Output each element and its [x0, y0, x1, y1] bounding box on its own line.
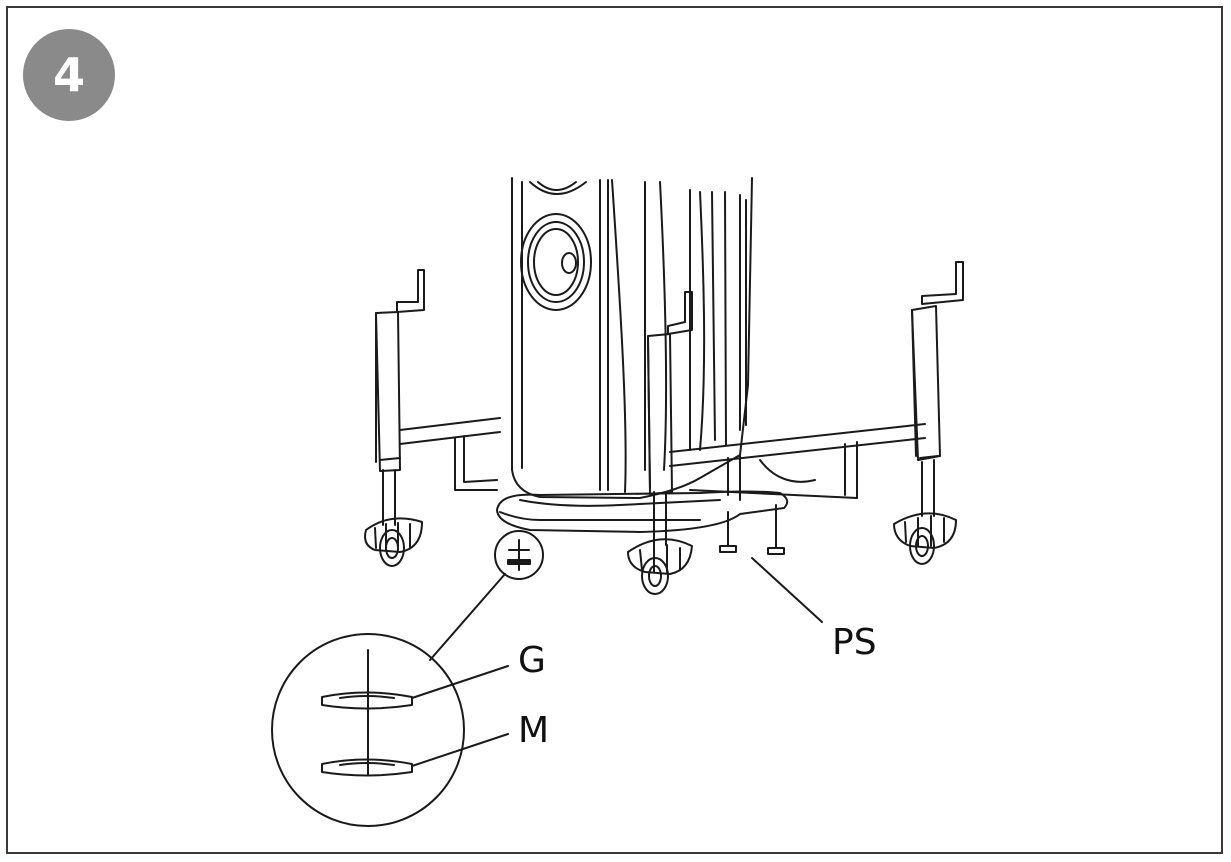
figure-frame [6, 6, 1223, 854]
ps-screws [719, 504, 785, 555]
zoom-leader-line [429, 573, 506, 661]
step-badge: 4 [23, 29, 115, 121]
leg-right [911, 261, 964, 517]
step-number: 4 [52, 48, 85, 102]
leader-m [411, 733, 509, 767]
base-ring [496, 490, 789, 533]
label-ps: PS [832, 622, 877, 663]
caster-wheel-right [893, 512, 957, 565]
heater-body [511, 177, 753, 499]
label-g: G [518, 640, 546, 681]
leader-g [411, 665, 509, 699]
label-m: M [518, 710, 549, 751]
leg-middle [647, 291, 693, 546]
leg-left [375, 269, 425, 526]
control-dial-icon [520, 181, 592, 311]
frame-crossbars [399, 417, 926, 501]
leader-ps [751, 557, 823, 623]
caster-wheel-middle [627, 538, 693, 595]
detail-marker [494, 530, 544, 580]
zoom-detail [271, 633, 465, 827]
caster-wheel-left [364, 517, 423, 567]
